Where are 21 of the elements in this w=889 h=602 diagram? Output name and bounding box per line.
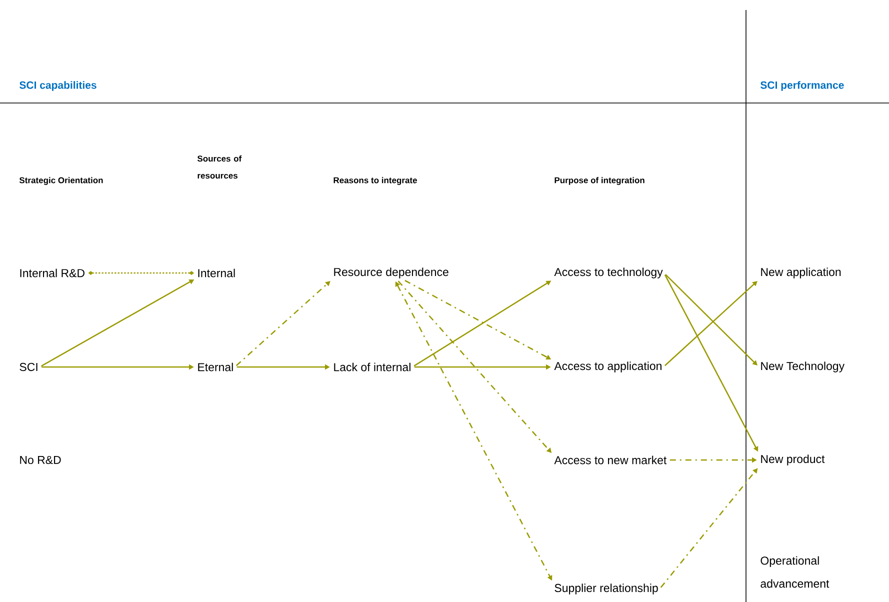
node-text: Access to technology bbox=[554, 268, 663, 278]
section-heading: SCI capabilities bbox=[20, 81, 96, 91]
column-heading: Purpose of integration bbox=[554, 177, 644, 185]
section-heading: SCI performance bbox=[760, 81, 844, 91]
node-text: Operational advancement bbox=[760, 556, 830, 588]
node-text: Access to new market bbox=[554, 456, 667, 464]
node-text: New product bbox=[761, 454, 825, 466]
node-text: Resource dependence bbox=[334, 268, 448, 278]
node-text: Internal R&D bbox=[20, 268, 84, 278]
node-text: Eternal bbox=[198, 362, 233, 372]
node-text: Access to application bbox=[554, 362, 662, 372]
node-text: Internal bbox=[198, 268, 235, 278]
node-text: SCI bbox=[20, 362, 38, 372]
node-text: Lack of internal bbox=[334, 362, 410, 372]
node-text: New application bbox=[761, 268, 841, 278]
column-heading: Strategic Orientation bbox=[19, 177, 103, 185]
column-heading: Sources of resources bbox=[197, 155, 242, 179]
node-text: Supplier relationship bbox=[554, 584, 658, 594]
column-heading: Reasons to integrate bbox=[334, 177, 417, 185]
node-text: No R&D bbox=[20, 456, 61, 464]
node-text: New Technology bbox=[761, 362, 845, 372]
